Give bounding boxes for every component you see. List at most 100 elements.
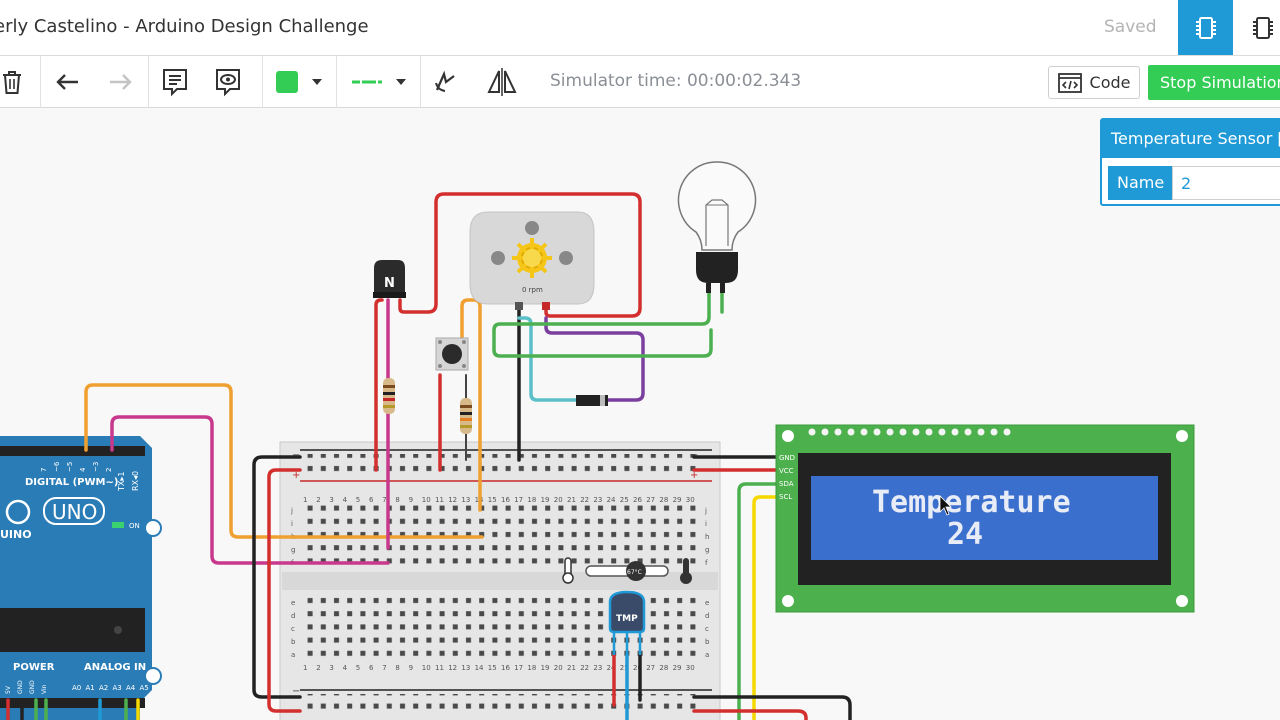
lcd-header-pin bbox=[834, 428, 842, 436]
wire-teal[interactable] bbox=[517, 316, 580, 402]
flip-button[interactable] bbox=[484, 64, 520, 100]
lcd-header-pin bbox=[951, 428, 959, 436]
breadboard-column-number: 5 bbox=[356, 496, 360, 504]
pushbutton[interactable] bbox=[435, 337, 469, 371]
breadboard-column-number: 3 bbox=[329, 496, 333, 504]
breadboard-row-letter: b bbox=[705, 638, 710, 646]
wire-type-picker[interactable] bbox=[344, 64, 414, 100]
breadboard-column-number: 13 bbox=[461, 496, 470, 504]
breadboard-column-number: 7 bbox=[382, 496, 386, 504]
redo-button[interactable] bbox=[102, 64, 138, 100]
tmp36-sensor[interactable]: TMP bbox=[608, 590, 646, 655]
toggle-notes-visibility-button[interactable] bbox=[210, 64, 246, 100]
wire-orange[interactable] bbox=[460, 298, 482, 512]
wire-color-picker[interactable] bbox=[268, 64, 330, 100]
resistor[interactable] bbox=[383, 378, 395, 414]
lcd-header-pin bbox=[899, 428, 907, 436]
breadboard-column-number: 20 bbox=[554, 664, 563, 672]
lcd-header-pin bbox=[873, 428, 881, 436]
mouse-cursor-icon bbox=[939, 495, 952, 516]
wire-green-bulb[interactable] bbox=[492, 288, 713, 358]
wire-black-rail[interactable] bbox=[252, 455, 302, 699]
thermometer-hot-icon bbox=[680, 558, 692, 584]
breadboard-column-number: 6 bbox=[369, 664, 374, 672]
temperature-slider[interactable]: 67°C bbox=[562, 557, 692, 584]
wire-magenta[interactable] bbox=[110, 415, 390, 565]
breadboard-column-number: 1 bbox=[303, 496, 307, 504]
slider-handle[interactable] bbox=[626, 561, 646, 581]
light-bulb[interactable] bbox=[677, 161, 757, 293]
breadboard-column-number: 10 bbox=[422, 496, 431, 504]
breadboard-column-number: 3 bbox=[329, 664, 333, 672]
notes-button[interactable] bbox=[157, 64, 193, 100]
breadboard-column-number: 25 bbox=[620, 496, 629, 504]
diode[interactable] bbox=[576, 395, 608, 406]
code-icon bbox=[1057, 72, 1082, 93]
stop-simulation-button[interactable]: Stop Simulation bbox=[1148, 65, 1280, 100]
arduino-tx-label: TX▸1 bbox=[117, 472, 126, 492]
arduino-model-label: UNO bbox=[52, 500, 97, 524]
wire-orange[interactable] bbox=[84, 383, 484, 539]
arduino-pin-label: Vin bbox=[41, 684, 48, 694]
breadboard-column-number: 20 bbox=[554, 496, 563, 504]
breadboard-column-number: 17 bbox=[514, 664, 523, 672]
arduino-on-led bbox=[112, 522, 124, 528]
project-title[interactable]: erly Castelino - Arduino Design Challeng… bbox=[0, 16, 369, 37]
breadboard-column-number: 28 bbox=[659, 664, 668, 672]
arduino-pin-label: A3 bbox=[113, 684, 122, 692]
wire-red[interactable] bbox=[374, 298, 384, 472]
breadboard-column-number: 30 bbox=[686, 664, 695, 672]
wires[interactable] bbox=[6, 192, 852, 720]
code-button[interactable]: Code bbox=[1048, 66, 1140, 99]
lcd-header-pin bbox=[977, 428, 985, 436]
note-icon bbox=[163, 69, 187, 97]
breadboard-column-number: 6 bbox=[369, 496, 374, 504]
arduino-mounting-hole bbox=[144, 667, 162, 685]
breadboard-column-number: 19 bbox=[541, 496, 550, 504]
breadboard-row-letter: c bbox=[705, 625, 709, 633]
rotate-button[interactable] bbox=[428, 64, 464, 100]
arduino-digital-label: DIGITAL (PWM~) bbox=[25, 477, 118, 488]
breadboard-column-number: 11 bbox=[435, 496, 444, 504]
wire-yellow-scl[interactable] bbox=[752, 495, 780, 720]
breadboard-column-number: 12 bbox=[448, 496, 457, 504]
wire-red-rail[interactable] bbox=[267, 468, 302, 713]
arduino-pin-label: ~6 bbox=[53, 461, 61, 472]
delete-button[interactable] bbox=[0, 64, 30, 100]
dc-motor[interactable]: 0 rpm bbox=[469, 211, 595, 310]
thermometer-cold-icon bbox=[562, 557, 574, 584]
breadboard-column-number: 21 bbox=[567, 664, 576, 672]
gear-icon bbox=[512, 238, 552, 278]
wire-red[interactable] bbox=[692, 709, 808, 720]
wire-red-motor[interactable] bbox=[398, 192, 642, 318]
undo-button[interactable] bbox=[50, 64, 86, 100]
wire-black[interactable] bbox=[692, 695, 852, 720]
chip-icon bbox=[1195, 16, 1216, 39]
breadboard-column-number: 29 bbox=[673, 664, 682, 672]
name-field[interactable] bbox=[1172, 166, 1280, 200]
wire-color-swatch bbox=[276, 71, 298, 93]
breadboard-row-letter: j bbox=[290, 507, 293, 515]
resistor[interactable] bbox=[460, 398, 472, 434]
circuit-view-button[interactable] bbox=[1178, 0, 1233, 55]
toolbar-separator bbox=[40, 56, 41, 108]
components-view-button[interactable] bbox=[1235, 0, 1280, 55]
toolbar-separator bbox=[420, 56, 421, 108]
breadboard-column-number: 8 bbox=[395, 664, 399, 672]
wire-purple[interactable] bbox=[544, 316, 645, 402]
lcd-header-pin bbox=[964, 428, 972, 436]
wire-green-sda[interactable] bbox=[737, 482, 780, 720]
breadboard-column-number: 23 bbox=[593, 496, 602, 504]
breadboard-row-letter: b bbox=[291, 638, 296, 646]
arduino-pin-label: 2 bbox=[105, 468, 113, 472]
lcd-header-pin bbox=[886, 428, 894, 436]
npn-transistor[interactable]: N bbox=[373, 260, 406, 298]
breadboard-column-number: 2 bbox=[316, 664, 320, 672]
breadboard-column-number: 7 bbox=[382, 664, 386, 672]
